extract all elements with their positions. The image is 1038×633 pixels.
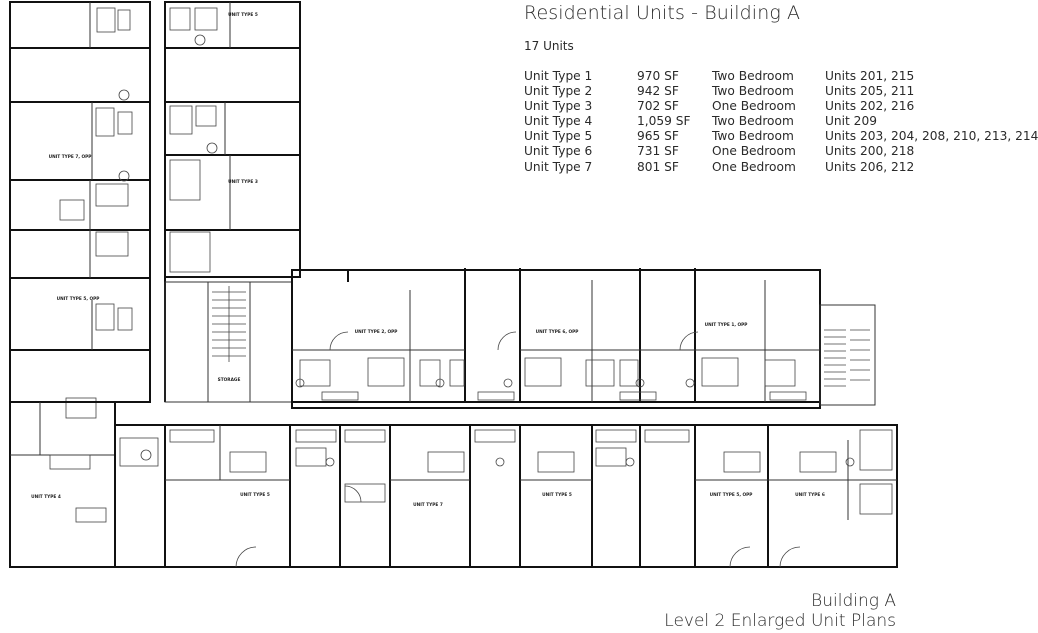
left-wing: UNIT TYPE 5 UNIT TYPE 7, OPP UNIT TYPE 3…: [9, 1, 301, 568]
unit-bedrooms: One Bedroom: [712, 144, 796, 159]
plan-label-top-right: UNIT TYPE 5: [228, 12, 258, 18]
stair-right: [824, 329, 870, 387]
unit-type: Unit Type 7: [524, 159, 593, 174]
unit-numbers: Units 202, 216: [825, 99, 915, 114]
plan-label-type7: UNIT TYPE 7: [413, 502, 443, 508]
unit-type: Unit Type 4: [524, 114, 593, 129]
unit-numbers: Units 206, 212: [825, 159, 915, 174]
plan-label-type6-opp: UNIT TYPE 6, OPP: [536, 329, 579, 335]
plan-label-type7-opp: UNIT TYPE 7, OPP: [49, 154, 92, 160]
unit-type: Unit Type 5: [524, 129, 593, 144]
unit-bedrooms: One Bedroom: [712, 159, 796, 174]
unit-area: 801 SF: [637, 159, 679, 174]
stair-left-wing: [212, 286, 246, 362]
unit-area: 965 SF: [637, 129, 679, 144]
unit-numbers: Units 200, 218: [825, 144, 915, 159]
lower-wing: UNIT TYPE 5 UNIT TYPE 7 UNIT TYPE 5 UNIT…: [114, 424, 898, 568]
unit-numbers: Units 205, 211: [825, 84, 915, 99]
unit-bedrooms: Two Bedroom: [712, 84, 794, 99]
plan-label-type1-opp: UNIT TYPE 1, OPP: [705, 322, 748, 328]
plan-label-type4: UNIT TYPE 4: [31, 494, 61, 500]
plan-label-storage: STORAGE: [218, 377, 241, 383]
unit-numbers: Units 203, 204, 208, 210, 213, 214: [825, 129, 1038, 144]
plan-label-type2-opp: UNIT TYPE 2, OPP: [355, 329, 398, 335]
plan-label-type5-a: UNIT TYPE 5: [240, 492, 270, 498]
unit-count: 17 Units: [524, 39, 574, 53]
sheet-subtitle: Level 2 Enlarged Unit Plans: [664, 611, 896, 631]
plan-label-type3-left: UNIT TYPE 3: [228, 179, 258, 185]
unit-type: Unit Type 1: [524, 69, 593, 83]
building-name: Building A: [811, 591, 896, 611]
unit-numbers: Unit 209: [825, 114, 877, 129]
unit-bedrooms: One Bedroom: [712, 99, 796, 114]
unit-type: Unit Type 3: [524, 99, 593, 114]
unit-bedrooms: Two Bedroom: [712, 69, 794, 83]
plan-label-type5-opp: UNIT TYPE 5, OPP: [710, 492, 753, 498]
unit-area: 970 SF: [637, 69, 679, 83]
unit-area: 731 SF: [637, 144, 679, 159]
upper-wing: UNIT TYPE 2, OPP UNIT TYPE 6, OPP UNIT T…: [291, 268, 876, 409]
unit-area: 702 SF: [637, 99, 679, 114]
page-title: Residential Units - Building A: [524, 2, 801, 24]
unit-type: Unit Type 2: [524, 84, 593, 99]
unit-area: 1,059 SF: [637, 114, 691, 129]
unit-numbers: Units 201, 215: [825, 69, 915, 83]
plan-label-type6: UNIT TYPE 6: [795, 492, 825, 498]
unit-bedrooms: Two Bedroom: [712, 114, 794, 129]
plan-label-type5-b: UNIT TYPE 5: [542, 492, 572, 498]
unit-bedrooms: Two Bedroom: [712, 129, 794, 144]
unit-area: 942 SF: [637, 84, 679, 99]
unit-type: Unit Type 6: [524, 144, 593, 159]
plan-label-type5-opp-left: UNIT TYPE 5, OPP: [57, 296, 100, 302]
